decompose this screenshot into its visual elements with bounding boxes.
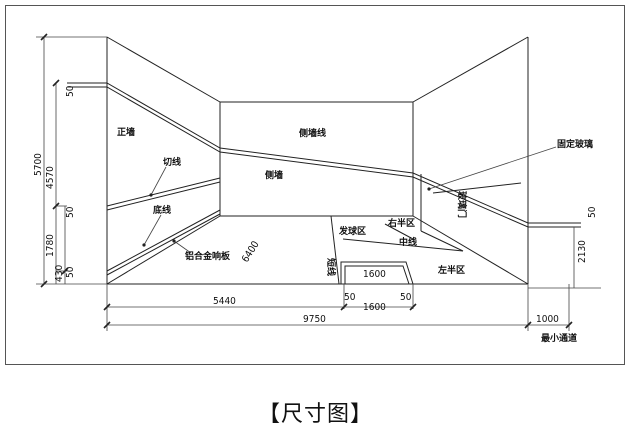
figure-caption: 【尺寸图】	[257, 402, 373, 427]
dim-1600-box: 1600	[363, 269, 386, 280]
label-short-line: 短线	[325, 258, 337, 276]
dim-4570: 4570	[45, 166, 56, 189]
label-min-passage: 最小通道	[541, 332, 577, 344]
label-tin: 铝合金响板	[185, 250, 231, 262]
label-glass-door: 玻璃门	[456, 191, 468, 218]
dim-50-top: 50	[65, 85, 76, 97]
dim-1000: 1000	[536, 314, 559, 325]
dim-50-left: 50	[344, 292, 356, 303]
label-front-wall: 正墙	[117, 126, 135, 138]
dim-6400: 6400	[240, 239, 262, 264]
label-left-half: 左半区	[437, 264, 465, 276]
label-center-line: 中线	[399, 236, 417, 248]
wall-markings	[67, 82, 581, 276]
dim-2130: 2130	[577, 240, 588, 263]
dim-50-far-right: 50	[587, 206, 598, 218]
label-cut-line: 切线	[163, 156, 181, 168]
court-walls	[106, 36, 529, 285]
floor-lines	[330, 215, 464, 285]
label-side-wall: 侧墙	[265, 169, 283, 181]
dim-430: 430	[54, 265, 65, 282]
label-fixed-glass: 固定玻璃	[557, 138, 593, 150]
dim-50-low: 50	[65, 266, 76, 278]
dim-50-mid: 50	[65, 206, 76, 218]
label-side-wall-line: 侧墙线	[299, 127, 326, 139]
label-right-half: 右半区	[387, 217, 415, 229]
dim-5440: 5440	[213, 296, 236, 307]
dim-9750: 9750	[303, 314, 326, 325]
bottom-dimension-lines	[103, 227, 601, 331]
dim-1780: 1780	[45, 234, 56, 257]
squash-court-dimension-drawing: 正墙 侧墙线 侧墙 固定玻璃 切线 底线 铝合金响板 发球区 右半区 中线 左半…	[33, 33, 601, 344]
drawing-frame: 正墙 侧墙线 侧墙 固定玻璃 切线 底线 铝合金响板 发球区 右半区 中线 左半…	[5, 5, 625, 365]
label-base-line: 底线	[153, 204, 171, 216]
leader-lines	[142, 146, 557, 254]
left-dimension-lines	[36, 33, 107, 288]
label-serve-area: 发球区	[338, 225, 366, 237]
dim-5700: 5700	[33, 153, 44, 176]
dim-1600-bottom: 1600	[363, 302, 386, 313]
dim-50-right: 50	[400, 292, 412, 303]
